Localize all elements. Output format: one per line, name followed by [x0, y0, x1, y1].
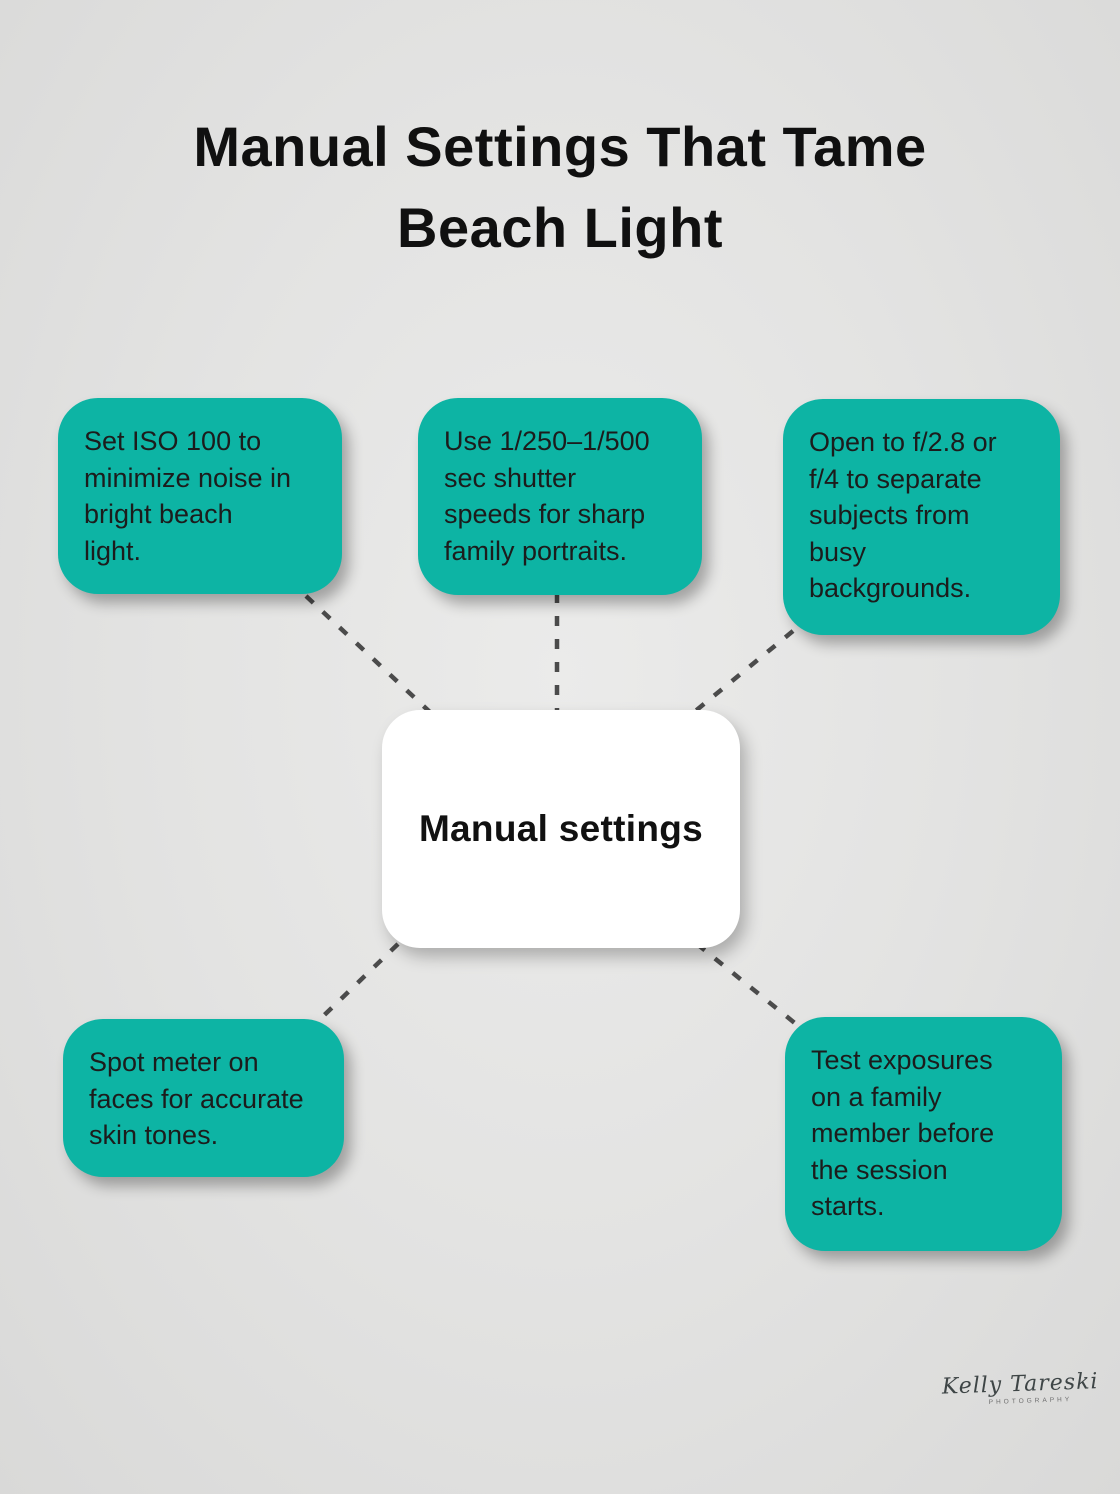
tip-node-spot-meter: Spot meter on faces for accurate skin to…: [63, 1019, 344, 1177]
page-title: Manual Settings That Tame Beach Light: [193, 115, 927, 259]
connector-iso: [304, 594, 434, 716]
center-node: Manual settings: [382, 710, 740, 948]
tip-node-shutter-speed-text: Use 1/250–1/500 sec shutter speeds for s…: [444, 426, 650, 566]
tip-node-iso: Set ISO 100 to minimize noise in bright …: [58, 398, 342, 594]
tip-node-aperture: Open to f/2.8 or f/4 to separate subject…: [783, 399, 1060, 635]
photographer-signature: Kelly Tareski PHOTOGRAPHY: [941, 1369, 1099, 1407]
tip-node-test-exposure-text: Test exposures on a family member before…: [811, 1045, 995, 1221]
tip-node-test-exposure: Test exposures on a family member before…: [785, 1017, 1062, 1251]
tip-node-aperture-text: Open to f/2.8 or f/4 to separate subject…: [809, 427, 997, 603]
tip-node-shutter-speed: Use 1/250–1/500 sec shutter speeds for s…: [418, 398, 702, 595]
connector-aperture: [691, 629, 795, 715]
tip-node-spot-meter-text: Spot meter on faces for accurate skin to…: [89, 1047, 304, 1150]
tip-node-iso-text: Set ISO 100 to minimize noise in bright …: [84, 426, 292, 566]
connector-spot-meter: [312, 942, 400, 1027]
center-node-label: Manual settings: [418, 808, 704, 849]
signature-name: Kelly Tareski: [941, 1369, 1099, 1400]
connector-test-exposure: [695, 942, 798, 1026]
